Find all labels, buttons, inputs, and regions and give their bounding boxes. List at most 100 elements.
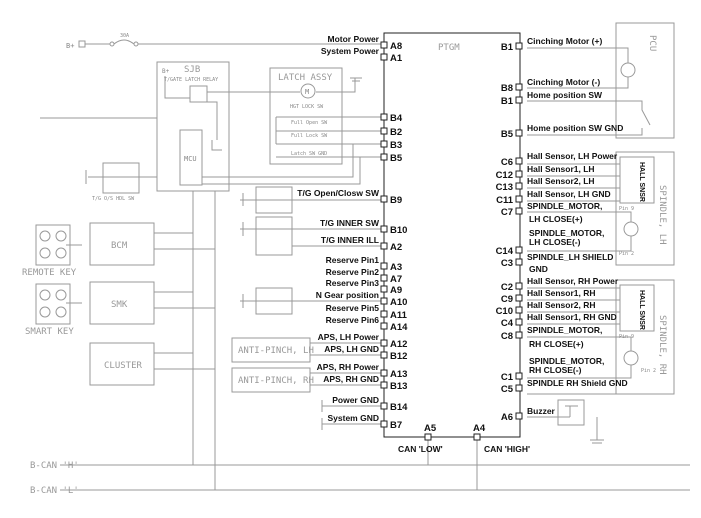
left-pin-label: Motor Power	[328, 34, 380, 44]
spindle-rh-motor-icon	[623, 350, 639, 366]
right-pin-number: B5	[501, 129, 514, 140]
right-pin-label: Hall Sensor1, RH GND	[527, 312, 617, 322]
left-pin-number: B10	[390, 225, 407, 236]
left-pin-terminal	[380, 153, 388, 161]
left-pin-number: A2	[390, 242, 402, 253]
right-pin-number: B8	[501, 83, 513, 94]
right-pin-number: C10	[496, 306, 513, 317]
fuse-terminal-a	[109, 41, 115, 47]
bplus-terminal	[78, 40, 86, 48]
right-pin-terminal	[515, 306, 523, 314]
spindle-lh-motor-icon	[623, 221, 639, 237]
right-pin-number: A6	[501, 412, 513, 423]
bcm-label: BCM	[111, 241, 128, 251]
bottom-pin-terminal	[473, 433, 481, 441]
block-bus-wiring	[154, 232, 215, 370]
key-signal-arrows	[66, 244, 82, 304]
right-pin-terminal	[515, 83, 523, 91]
left-pin-number: A13	[390, 369, 407, 380]
right-pin-number: C2	[501, 282, 513, 293]
can-bus-lines	[60, 437, 690, 491]
left-pin-number: B5	[390, 153, 403, 164]
right-pin-label: SPINDLE RH Shield GND	[527, 378, 628, 388]
spindle-rh-label: SPINDLE, RH	[657, 315, 667, 375]
bcan-l-label: B-CAN 'L'	[30, 486, 79, 496]
latch-sw3: Full Lock SW	[291, 133, 328, 139]
bcm-block	[89, 222, 155, 266]
right-pin-terminal	[515, 282, 523, 290]
right-pin-terminal	[515, 294, 523, 302]
right-pin-number: C7	[501, 207, 513, 218]
right-pin-terminal	[515, 195, 523, 203]
latch-sw1: HGT LOCK SW	[290, 104, 324, 110]
left-pin-terminal	[380, 369, 388, 377]
buzzer-icon	[557, 399, 585, 426]
right-pin-label: Home position SW	[527, 90, 603, 100]
right-label-continuation: SPINDLE_MOTOR,	[529, 356, 604, 366]
left-pin-terminal	[380, 140, 388, 148]
left-pin-number: B2	[390, 127, 402, 138]
right-pin-label: SPINDLE_MOTOR,	[527, 325, 602, 335]
anti-pinch-rh-label: ANTI-PINCH, RH	[238, 376, 314, 386]
left-pin-label: APS, LH Power	[318, 332, 380, 342]
right-pin-label: Hall Sensor, RH Power	[527, 276, 619, 286]
left-pin-label: Reserve Pin3	[326, 278, 380, 288]
right-pin-number: C4	[501, 318, 514, 329]
right-pin-terminal	[515, 384, 523, 392]
right-pin-label: Home position SW GND	[527, 123, 623, 133]
left-pin-number: A10	[390, 297, 407, 308]
right-pin-number: B1	[501, 96, 514, 107]
right-pin-label: SPINDLE_LH SHIELD	[527, 252, 613, 262]
left-pin-label: APS, RH GND	[323, 374, 379, 384]
hall-snsr-lh-label: HALL SNSR	[638, 162, 645, 202]
left-pin-label: Reserve Pin5	[326, 303, 380, 313]
left-pin-label: Reserve Pin2	[326, 267, 380, 277]
lh-pin2: Pin 2	[619, 251, 634, 257]
spindle-rh-wiring	[527, 287, 632, 395]
right-pin-number: C8	[501, 331, 513, 342]
right-pin-number: C11	[496, 195, 514, 206]
hall-snsr-rh-label: HALL SNSR	[638, 290, 645, 330]
right-pin-terminal	[515, 412, 523, 420]
pcu-wiring	[527, 47, 651, 136]
rh-pin2: Pin 2	[641, 368, 656, 374]
left-pin-terminal	[380, 351, 388, 359]
left-pin-number: B7	[390, 420, 402, 431]
left-pin-number: A1	[390, 53, 403, 64]
left-pin-label: T/G INNER ILL	[321, 235, 379, 245]
mcu-box	[179, 129, 203, 186]
bplus-label: B+	[66, 42, 74, 50]
latch-assy-box	[269, 67, 343, 165]
sjb-title: SJB	[184, 65, 200, 75]
left-pin-terminal	[380, 53, 388, 61]
left-pin-number: B3	[390, 140, 402, 151]
left-pin-number: A8	[390, 41, 402, 52]
left-pin-terminal	[380, 195, 388, 203]
right-pin-terminal	[515, 318, 523, 326]
os-handle-label: T/G O/S HDL SW	[92, 196, 135, 202]
right-pin-label: SPINDLE_MOTOR,	[527, 201, 602, 211]
right-pin-number: C9	[501, 294, 513, 305]
right-pin-number: B1	[501, 42, 514, 53]
right-pin-number: C3	[501, 258, 513, 269]
can-label: CAN 'HIGH'	[484, 444, 530, 454]
latch-sw2: Full Open SW	[291, 120, 328, 126]
left-pin-number: B13	[390, 381, 407, 392]
right-label-continuation: LH CLOSE(+)	[529, 214, 583, 224]
tg-inner-switch	[255, 216, 293, 256]
hall-sensor-rh	[619, 284, 655, 332]
remote-key-icon	[35, 224, 71, 266]
right-pin-number: C14	[496, 246, 514, 257]
left-pin-terminal	[380, 381, 388, 389]
bcan-h-label: B-CAN 'H'	[30, 461, 79, 471]
smart-key-label: SMART KEY	[25, 327, 74, 337]
remote-key-label: REMOTE KEY	[22, 268, 77, 278]
right-pin-terminal	[515, 129, 523, 137]
left-pin-terminal	[380, 41, 388, 49]
left-pin-number: A7	[390, 274, 402, 285]
lh-pin9: Pin 9	[619, 206, 634, 212]
right-pin-terminal	[515, 331, 523, 339]
bottom-pin-number: A4	[473, 423, 486, 434]
